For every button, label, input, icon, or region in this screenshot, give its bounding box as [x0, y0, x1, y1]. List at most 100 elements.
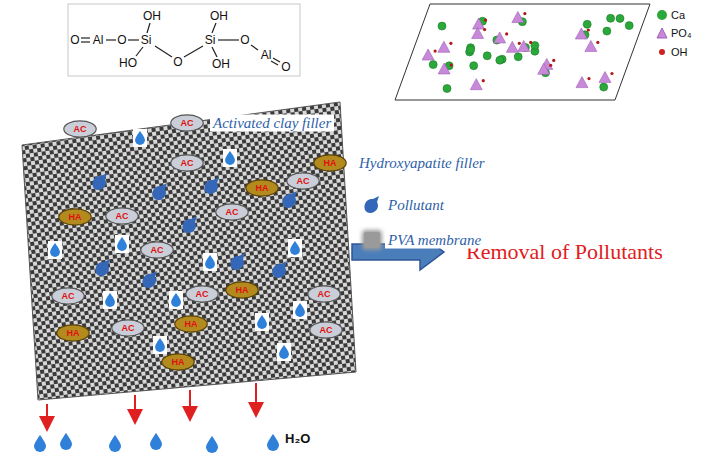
- pollutants: [92, 173, 297, 288]
- clay-filler: AC: [215, 203, 249, 221]
- clay-filler: AC: [185, 285, 219, 303]
- atom: O: [70, 33, 79, 47]
- pva-membrane: [22, 102, 356, 400]
- legend-text: Pollutant: [385, 197, 447, 214]
- drop-ground: [169, 291, 183, 309]
- pollutant: [230, 253, 245, 270]
- ellipse-shape: [112, 320, 144, 336]
- ellipse-shape: [106, 208, 138, 224]
- filler-label: HA: [324, 159, 337, 168]
- water-drop: [155, 338, 165, 352]
- drop-ground: [153, 336, 167, 354]
- clay-filler: AC: [63, 120, 97, 138]
- filler-label: AC: [181, 119, 194, 128]
- clay-filler: AC: [140, 241, 174, 259]
- ellipse-shape: [171, 155, 203, 171]
- drop-ground: [223, 149, 237, 167]
- water-drop: [205, 255, 215, 269]
- ca-atom: [429, 61, 437, 69]
- water-drop: [135, 131, 145, 145]
- ellipse-shape: [141, 242, 173, 258]
- ellipse-shape: [59, 209, 91, 225]
- filler-label: AC: [318, 290, 331, 299]
- atom: Si: [141, 33, 152, 47]
- water-drop: [267, 434, 279, 451]
- water-drop: [171, 293, 181, 307]
- oxygen: [518, 42, 521, 45]
- ca-atom: [616, 14, 624, 22]
- oxygen: [549, 64, 552, 67]
- legend-text: OH: [671, 46, 688, 58]
- ellipse-shape: [64, 121, 96, 137]
- crystal-atoms: [422, 12, 633, 93]
- legend-swatch: [364, 232, 380, 248]
- ca-atom: [600, 83, 608, 91]
- clay-filler: AC: [51, 287, 85, 305]
- filler-label: HA: [236, 286, 249, 295]
- filler-label: AC: [297, 177, 310, 186]
- water-label: H₂O: [285, 431, 310, 446]
- water-drop: [206, 436, 218, 453]
- filler-label: AC: [62, 292, 75, 301]
- water-drop: [117, 237, 127, 251]
- water-drops: [48, 129, 307, 361]
- drop-ground: [115, 235, 129, 253]
- oxygen: [483, 28, 486, 31]
- po4-group: [506, 41, 518, 52]
- drop-ground: [288, 239, 302, 257]
- atom: Si: [205, 33, 216, 47]
- filler-label: AC: [196, 290, 209, 299]
- pollutant: [92, 173, 107, 190]
- ellipse-shape: [308, 286, 340, 302]
- filler-label: AC: [151, 246, 164, 255]
- clay-filler: AC: [170, 154, 204, 172]
- legend-text: Activated clay filler: [210, 115, 334, 132]
- ellipse-shape: [310, 322, 342, 338]
- hydroxyapatite-filler: HA: [161, 353, 195, 371]
- water-drop: [225, 151, 235, 165]
- atom: OH: [212, 57, 230, 71]
- unit-cell: [395, 4, 650, 100]
- po4-group: [538, 63, 550, 74]
- atom: O: [117, 33, 126, 47]
- hydroxyapatite-filler: HA: [245, 179, 279, 197]
- atom: O: [240, 33, 249, 47]
- atom: OH: [210, 9, 228, 23]
- oxygen: [450, 63, 453, 66]
- hydroxyapatite-filler: HA: [174, 315, 208, 333]
- filler-label: AC: [320, 326, 333, 335]
- ca-atom: [438, 22, 446, 30]
- ca-atom: [443, 85, 451, 93]
- water-drop: [50, 243, 60, 257]
- filler-label: AC: [226, 208, 239, 217]
- filler-label: HA: [172, 358, 185, 367]
- oxygen: [529, 41, 532, 44]
- water-drop: [150, 433, 162, 450]
- ellipse-shape: [186, 286, 218, 302]
- po4-group: [494, 32, 506, 43]
- hydroxyapatite-filler: HA: [56, 324, 90, 342]
- ellipse-shape: [216, 204, 248, 220]
- po4-group: [512, 12, 524, 23]
- filler-label: HA: [69, 213, 82, 222]
- oxygen: [552, 59, 555, 62]
- oxygen: [434, 49, 437, 52]
- po4-group: [473, 18, 485, 29]
- water-drop: [60, 433, 72, 450]
- clay-filler: AC: [307, 285, 341, 303]
- water-drop: [290, 241, 300, 255]
- drop-ground: [133, 129, 147, 147]
- po4-group: [438, 63, 450, 74]
- pollutant: [142, 271, 157, 288]
- filler-label: HA: [256, 184, 269, 193]
- filler-label: AC: [116, 212, 129, 221]
- oxygen: [587, 77, 590, 80]
- drop-ground: [203, 253, 217, 271]
- drop-ground: [277, 343, 291, 361]
- ellipse-shape: [57, 325, 89, 341]
- clay-filler: AC: [111, 319, 145, 337]
- legend-swatch: [659, 49, 665, 55]
- po4-group: [576, 77, 588, 88]
- atom: O: [173, 55, 182, 69]
